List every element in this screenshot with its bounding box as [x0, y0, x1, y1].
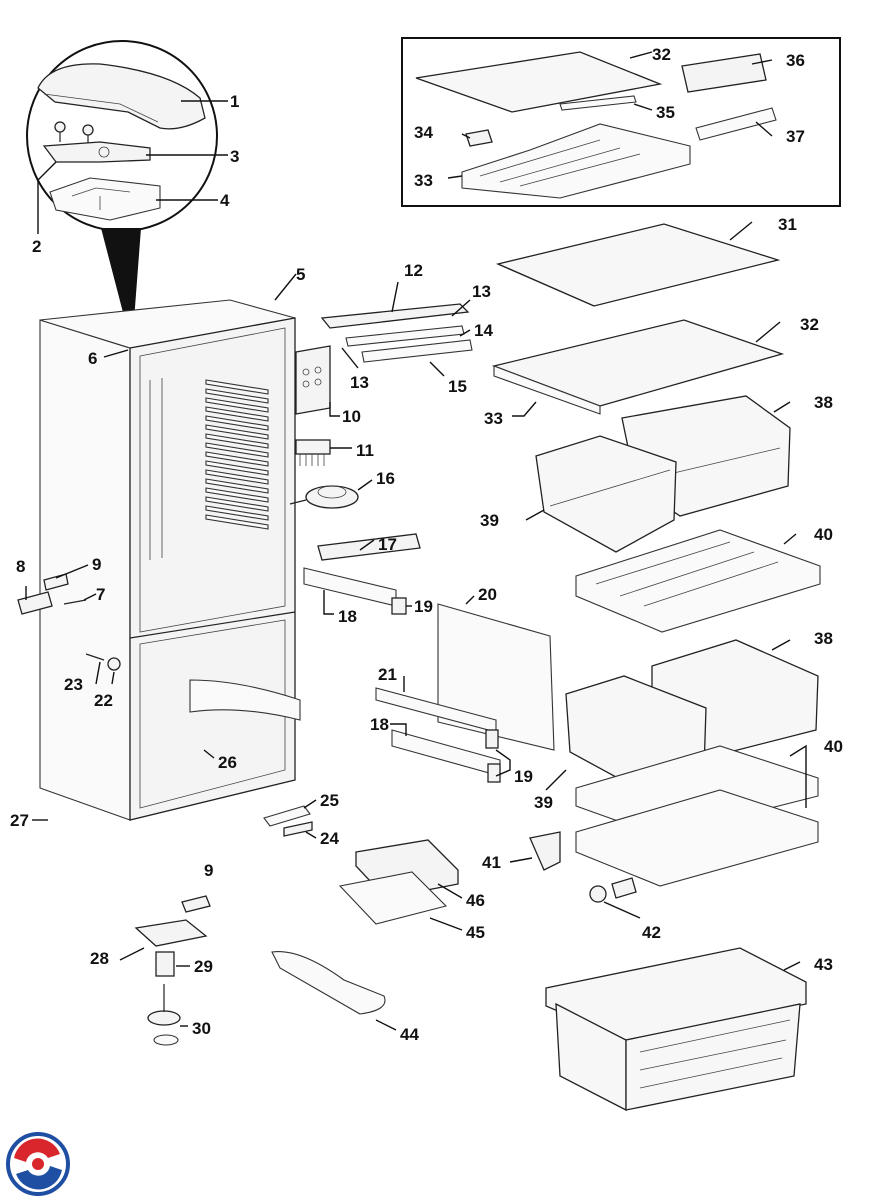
evaporator-fin [205, 433, 269, 449]
callout-19-lower: 19 [514, 767, 533, 786]
hinge-screws [54, 121, 94, 145]
top-hinge-cover [37, 63, 206, 130]
evaporator-fin [205, 442, 269, 458]
callout-6: 6 [88, 349, 97, 368]
callout-46: 46 [466, 891, 485, 910]
evaporator-fin [205, 415, 269, 431]
callout-20: 20 [478, 585, 497, 604]
glass-shelf-32-lower [491, 319, 785, 415]
callout-24: 24 [320, 829, 339, 848]
evaporator-fin [205, 460, 269, 476]
freezer-basket-43 [545, 947, 807, 1112]
callout-36: 36 [786, 51, 805, 70]
evaporator-fin [205, 496, 269, 512]
evaporator-fin [205, 469, 269, 485]
evaporator-fin [205, 397, 269, 413]
callout-29: 29 [194, 957, 213, 976]
callout-32: 32 [800, 315, 819, 334]
air-damper-cover [320, 303, 473, 363]
callout-33-box: 33 [414, 171, 433, 190]
control-panel [295, 345, 331, 415]
wire-harness-connector [295, 439, 331, 466]
hinge-detail-circle [26, 40, 218, 347]
part-callouts: 1 2 3 4 5 6 7 8 9 9 10 11 12 13 13 14 15… [10, 45, 843, 1044]
callout-40-upper: 40 [814, 525, 833, 544]
callout-38-lower: 38 [814, 629, 833, 648]
evaporator-fin [205, 379, 269, 395]
tray-40-upper [575, 529, 821, 633]
callout-9-lower: 9 [204, 861, 213, 880]
shelf-kit-box [401, 37, 841, 207]
evaporator-fin [205, 487, 269, 503]
callout-21: 21 [378, 665, 397, 684]
refrigerator-cabinet [39, 299, 301, 821]
callout-12: 12 [404, 261, 423, 280]
callout-35: 35 [656, 103, 675, 122]
callout-15: 15 [448, 377, 467, 396]
callout-44: 44 [400, 1025, 419, 1044]
trays-40-lower [575, 745, 819, 887]
ice-and-vegetable-parts [263, 805, 637, 1015]
leader-lines [25, 51, 807, 1031]
callout-42: 42 [642, 923, 661, 942]
callout-19-upper: 19 [414, 597, 433, 616]
callout-9-upper: 9 [92, 555, 101, 574]
evaporator-cover-fins [205, 379, 269, 530]
callout-3: 3 [230, 147, 239, 166]
evaporator-fin [205, 478, 269, 494]
callout-13-upper: 13 [472, 282, 491, 301]
callout-41: 41 [482, 853, 501, 872]
callout-23: 23 [64, 675, 83, 694]
callout-18-lower: 18 [370, 715, 389, 734]
callout-4: 4 [220, 191, 230, 210]
callout-16: 16 [376, 469, 395, 488]
callout-14: 14 [474, 321, 493, 340]
callout-17: 17 [378, 535, 397, 554]
hinge-base-plate [49, 177, 161, 221]
evaporator-fin [205, 388, 269, 404]
callout-2: 2 [32, 237, 41, 256]
callout-28: 28 [90, 949, 109, 968]
brand-logo-icon [6, 1132, 70, 1196]
callout-1: 1 [230, 92, 239, 111]
callout-39-upper: 39 [480, 511, 499, 530]
callout-22: 22 [94, 691, 113, 710]
callout-33: 33 [484, 409, 503, 428]
callout-7: 7 [96, 585, 105, 604]
callout-34: 34 [414, 123, 433, 142]
evaporator-fin [205, 406, 269, 422]
callout-45: 45 [466, 923, 485, 942]
glass-shelf-31 [495, 223, 781, 307]
callout-32-box: 32 [652, 45, 671, 64]
callout-38-upper: 38 [814, 393, 833, 412]
door-hinge-parts-left [17, 573, 121, 671]
callout-40-lower: 40 [824, 737, 843, 756]
crisper-bin-39-upper [535, 435, 677, 553]
callout-13-lower: 13 [350, 373, 369, 392]
leveling-foot-parts [134, 895, 211, 1046]
callout-31: 31 [778, 215, 797, 234]
evaporator-fin [205, 505, 269, 521]
callout-30: 30 [192, 1019, 211, 1038]
evaporator-fin [205, 451, 269, 467]
callout-11: 11 [356, 441, 374, 460]
callout-5: 5 [296, 265, 305, 284]
fan-motor-assembly [289, 485, 359, 509]
callout-43: 43 [814, 955, 833, 974]
callout-26: 26 [218, 753, 237, 772]
callout-8: 8 [16, 557, 25, 576]
callout-37: 37 [786, 127, 805, 146]
callout-27: 27 [10, 811, 29, 830]
callout-39-lower: 39 [534, 793, 553, 812]
callout-25: 25 [320, 791, 339, 810]
evaporator-fin [205, 514, 269, 530]
callout-10: 10 [342, 407, 361, 426]
crisper-rails-and-brackets [303, 533, 555, 783]
evaporator-fin [205, 424, 269, 440]
callout-18-upper: 18 [338, 607, 357, 626]
